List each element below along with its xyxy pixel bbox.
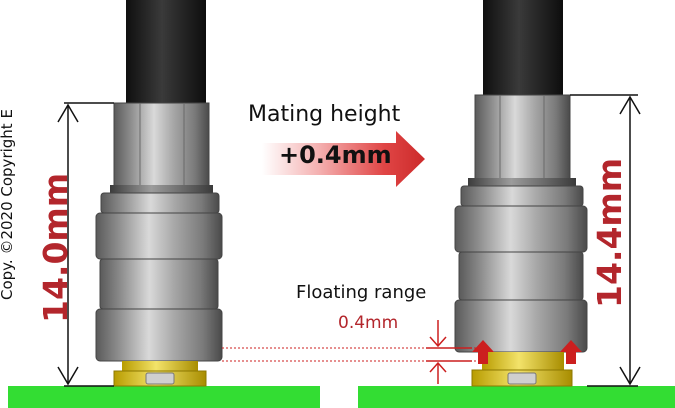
hex-nut-right [474,94,571,181]
connector-left [95,0,223,387]
floating-range-title: Floating range [296,282,427,303]
floating-range-value: 0.4mm [338,313,399,333]
dimension-left-label: 14.0mm [36,172,75,323]
connector-right [454,0,588,387]
dimension-right-label: 14.4mm [590,157,629,308]
mating-height-value: +0.4mm [279,141,392,169]
float-arrow-right-icon [560,340,582,364]
pcb-board-left [8,386,320,408]
hex-nut-left [113,102,210,189]
mating-arrow-icon [262,131,425,187]
receptacle-left [122,361,198,371]
cable-right [483,0,563,97]
copyright-notice: Copy. ©2020 Copyright E [0,109,16,300]
cable-left [126,0,206,103]
floating-range-indicator [222,320,478,384]
float-arrow-left-icon [472,340,494,364]
mating-height-title: Mating height [248,102,401,127]
dimension-left [57,102,114,387]
receptacle-right [482,352,564,372]
pcb-board-right [358,386,675,408]
dimension-right [570,94,641,387]
